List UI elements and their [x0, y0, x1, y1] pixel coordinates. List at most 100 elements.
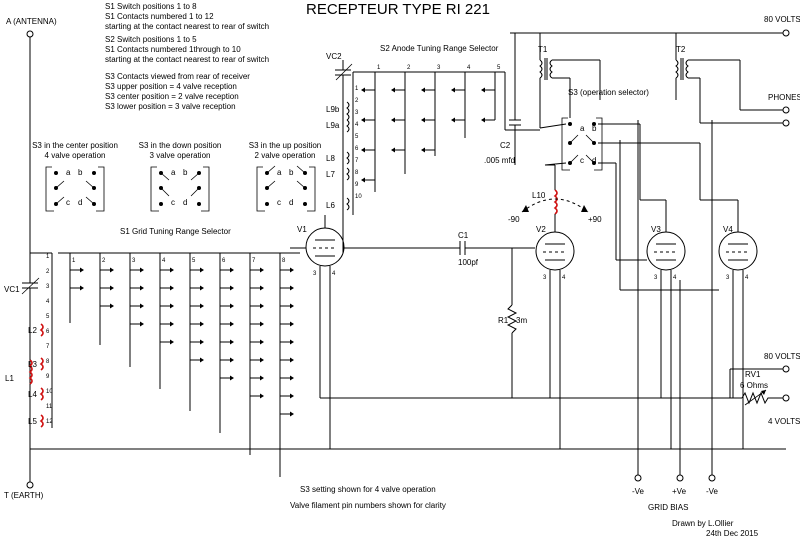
svg-text:4: 4	[745, 275, 749, 281]
svg-text:c: c	[277, 198, 281, 207]
s1-contact-arrow	[140, 321, 144, 327]
valve-v4: V4 3 4	[718, 200, 758, 449]
interconnects	[504, 60, 738, 291]
s1-contact-arrow	[170, 339, 174, 345]
note-line: S2 Switch positions 1 to 5	[105, 35, 197, 44]
l8-label: L8	[326, 154, 335, 163]
s1-position-label: 5	[192, 258, 196, 264]
antenna-terminal	[26, 30, 34, 38]
s1-contact-arrow	[230, 285, 234, 291]
svg-text:4: 4	[562, 275, 566, 281]
power-rails: A (ANTENNA) T (EARTH) 80 VOLTS PHONES 80…	[4, 15, 800, 500]
svg-text:3: 3	[313, 271, 317, 277]
s1-contact-arrow	[290, 267, 294, 273]
svg-text:d: d	[289, 198, 293, 207]
bias-neg1-terminal	[634, 474, 642, 482]
s2-contact-number: 2	[355, 98, 359, 104]
s2-position-label: 3	[437, 65, 441, 71]
s2-contact-number: 8	[355, 170, 359, 176]
l9b-label: L9b	[326, 105, 340, 114]
phones-terminal-b	[782, 119, 790, 127]
phones-label: PHONES	[768, 93, 800, 102]
s3-operation-selector: S3 (operation selector) a b c d	[539, 78, 701, 260]
s2-contact-arrow	[391, 117, 395, 123]
r1-label: R1	[498, 316, 509, 325]
s1-contact-number: 1	[46, 254, 50, 260]
s1-contact-arrow	[200, 357, 204, 363]
svg-text:d: d	[592, 156, 596, 165]
r1-value: 3m	[516, 316, 527, 325]
s2-position-label: 2	[407, 65, 411, 71]
l4-coil	[39, 387, 44, 401]
s2-contact-arrow	[481, 117, 485, 123]
s1-contact-number: 3	[46, 284, 50, 290]
s2-contact-number: 5	[355, 134, 359, 140]
s1-label: S1 Grid Tuning Range Selector	[120, 227, 231, 236]
note-line: S3 center position = 2 valve reception	[105, 92, 239, 101]
s1-contact-arrow	[230, 375, 234, 381]
s2-position-label: 1	[377, 65, 381, 71]
s2-contact-arrow	[391, 87, 395, 93]
notes-block: S1 Switch positions 1 to 8 S1 Contacts n…	[105, 2, 269, 111]
l2-coil	[39, 323, 44, 337]
svg-text:a: a	[277, 168, 282, 177]
bias-neg2-terminal	[708, 474, 716, 482]
volts80-top-terminal	[782, 29, 790, 37]
s2-contact-arrow	[361, 177, 365, 183]
v4-label: V4	[723, 225, 733, 234]
svg-text:c: c	[66, 198, 70, 207]
drawing-date: 24th Dec 2015	[706, 529, 759, 538]
svg-text:b: b	[183, 168, 188, 177]
s2-contact-number: 3	[355, 110, 359, 116]
bias-pos-label: +Ve	[672, 487, 687, 496]
bias-neg1-label: -Ve	[632, 487, 645, 496]
s1-switch-columns	[69, 253, 294, 477]
l5-label: L5	[28, 417, 37, 426]
note-line: S1 Contacts numbered 1through to 10	[105, 45, 241, 54]
s3-setting-note: S3 setting shown for 4 valve operation	[300, 485, 436, 494]
svg-text:d: d	[78, 198, 82, 207]
s1-contact-arrow	[140, 267, 144, 273]
s1-contact-arrow	[170, 303, 174, 309]
s3-down-diagram: a b c d	[150, 166, 210, 212]
s1-contact-arrow	[290, 375, 294, 381]
s2-contact-number: 1	[355, 86, 359, 92]
l1-coil	[28, 359, 33, 385]
volts80-mid-label: 80 VOLTS	[764, 352, 800, 361]
s2-contact-number: 7	[355, 158, 359, 164]
s3-up-title: S3 in the up position	[249, 141, 322, 150]
earth-label: T (EARTH)	[4, 491, 44, 500]
l10-label: L10	[532, 191, 546, 200]
svg-text:a: a	[580, 124, 585, 133]
s1-contact-arrow	[260, 285, 264, 291]
volts80-top-label: 80 VOLTS	[764, 15, 800, 24]
s2-contact-arrow	[361, 117, 365, 123]
s1-contact-arrow	[290, 411, 294, 417]
s1-contact-arrow	[110, 267, 114, 273]
l6-label: L6	[326, 201, 335, 210]
note-line: S3 Contacts viewed from rear of receiver	[105, 72, 250, 81]
valve-v2: V2 3 4	[535, 225, 575, 449]
pins-note: Valve filament pin numbers shown for cla…	[290, 501, 446, 510]
note-line: S1 Switch positions 1 to 8	[105, 2, 197, 11]
c1-capacitor: C1 100pf	[458, 231, 535, 267]
diagram-title: RECEPTEUR TYPE RI 221	[306, 1, 490, 18]
v1-label: V1	[297, 225, 307, 234]
vc2-capacitor	[335, 60, 353, 88]
s1-contact-arrow	[290, 357, 294, 363]
s2-contact-arrow	[481, 87, 485, 93]
s1-contact-number: 12	[46, 419, 53, 425]
volts4-terminal	[782, 394, 790, 402]
s1-contact-arrow	[260, 393, 264, 399]
s1-contact-arrow	[260, 267, 264, 273]
note-line: S3 upper position = 4 valve reception	[105, 82, 237, 91]
svg-text:4: 4	[673, 275, 677, 281]
s1-contact-arrow	[260, 357, 264, 363]
s1-contact-arrow	[170, 321, 174, 327]
s1-contact-arrow	[140, 285, 144, 291]
s3-center-title: S3 in the center position	[32, 141, 118, 150]
